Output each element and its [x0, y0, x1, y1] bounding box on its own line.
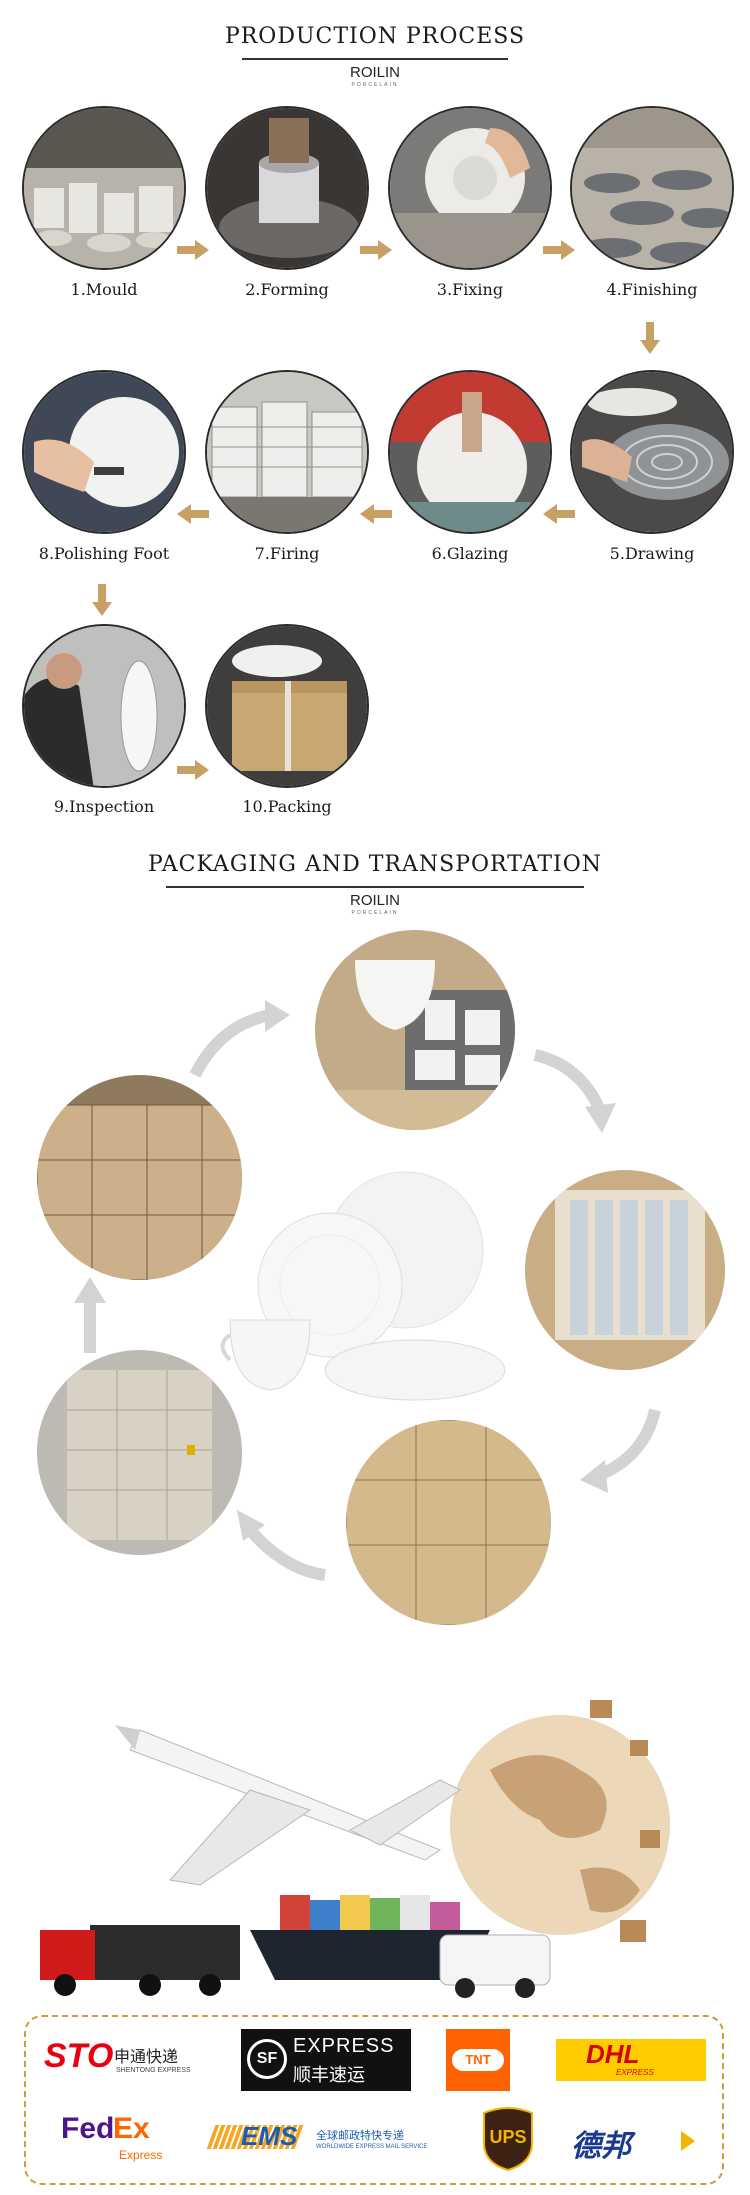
ups-logo: UPS — [481, 2107, 535, 2172]
production-title: PRODUCTION PROCESS — [224, 24, 526, 49]
arrow-left-icon — [177, 504, 209, 524]
dhl-mark: DHL — [586, 2039, 640, 2069]
sf-en: EXPRESS — [293, 2035, 395, 2057]
ups-mark: UPS — [489, 2127, 527, 2147]
arrow-right-icon — [360, 240, 392, 260]
step-label-forming: 2.Forming — [245, 280, 329, 299]
ems-mark: EMS — [241, 2121, 298, 2151]
arrow-down-icon — [640, 322, 660, 354]
fedex-fed: Fed — [61, 2112, 115, 2145]
cycle-arrow-icon — [189, 1000, 290, 1078]
sf-cn: 顺丰速运 — [293, 2065, 365, 2086]
sto-en: SHENTONG EXPRESS — [116, 2067, 191, 2074]
dinnerware-set-photo — [220, 1171, 506, 1401]
dhl-sub: EXPRESS — [616, 2068, 654, 2077]
arrow-right-icon — [177, 760, 209, 780]
step-label-firing: 7.Firing — [254, 544, 320, 563]
arrow-left-icon — [360, 504, 392, 524]
sto-logo: STO 申通快递 SHENTONG EXPRESS — [44, 2035, 194, 2090]
sto-cn: 申通快递 — [114, 2047, 179, 2066]
step-label-fixing: 3.Fixing — [436, 280, 504, 299]
step-label-mould: 1.Mould — [70, 280, 138, 299]
ems-en: WORLDWIDE EXPRESS MAIL SERVICE — [316, 2144, 428, 2150]
production-logo: ROILIN PORCELAIN — [0, 62, 750, 88]
logo-sub: PORCELAIN — [351, 82, 399, 88]
sf-express-logo: SF EXPRESS 顺丰速运 — [241, 2029, 411, 2091]
debang-arrow-icon — [659, 2131, 695, 2151]
step-drawing-photo — [570, 370, 734, 534]
tnt-mark: TNT — [452, 2049, 504, 2071]
packaging-boxed-plates-photo — [525, 1170, 725, 1370]
fedex-sub: Express — [119, 2148, 163, 2162]
debang-logo: 德邦 — [571, 2117, 701, 2167]
step-label-glazing: 6.Glazing — [431, 544, 509, 563]
packaging-logo: ROILIN PORCELAIN — [0, 890, 750, 916]
step-glazing-photo — [388, 370, 552, 534]
fedex-ex: Ex — [113, 2112, 150, 2145]
cycle-arrow-icon — [533, 1049, 616, 1133]
arrow-right-icon — [177, 240, 209, 260]
step-forming-photo — [205, 106, 369, 270]
dhl-logo: DHL EXPRESS — [556, 2039, 706, 2081]
sto-mark: STO — [44, 2037, 114, 2075]
sf-mark-icon: SF — [247, 2039, 287, 2079]
packaging-title-rule — [166, 886, 584, 888]
ems-cn: 全球邮政特快专递 — [316, 2129, 404, 2142]
step-label-packing: 10.Packing — [242, 797, 332, 816]
packaging-wrapped-pallet-photo — [37, 1350, 242, 1555]
tnt-logo: TNT — [446, 2029, 510, 2091]
step-label-finishing: 4.Finishing — [606, 280, 698, 299]
packaging-warehouse-cartons-photo — [37, 1075, 242, 1280]
transport-illustration — [20, 1680, 720, 2010]
arrow-left-icon — [543, 504, 575, 524]
step-packing-photo — [205, 624, 369, 788]
logo-brand: ROILIN — [349, 64, 400, 81]
production-title-rule — [242, 58, 508, 60]
debang-cn: 德邦 — [571, 2129, 631, 2164]
step-fixing-photo — [388, 106, 552, 270]
step-finishing-photo — [570, 106, 734, 270]
step-firing-photo — [205, 370, 369, 534]
arrow-down-icon — [92, 584, 112, 616]
ems-logo: EMS 全球邮政特快专递 WORLDWIDE EXPRESS MAIL SERV… — [206, 2117, 451, 2167]
logo-sub: PORCELAIN — [351, 910, 399, 916]
step-polishing-photo — [22, 370, 186, 534]
cycle-arrow-icon — [74, 1277, 106, 1353]
step-label-polishing: 8.Polishing Foot — [38, 544, 170, 563]
packaging-cup-box-photo — [315, 930, 515, 1130]
step-inspection-photo — [22, 624, 186, 788]
packaging-title: PACKAGING AND TRANSPORTATION — [147, 852, 603, 877]
ups-shield-icon — [483, 2107, 533, 2172]
courier-logos-panel: STO 申通快递 SHENTONG EXPRESS SF EXPRESS 顺丰速… — [24, 2015, 724, 2185]
step-label-drawing: 5.Drawing — [609, 544, 695, 563]
arrow-right-icon — [543, 240, 575, 260]
cycle-arrow-icon — [580, 1408, 661, 1493]
fedex-logo: Fed Ex Express — [61, 2112, 171, 2172]
cycle-arrow-icon — [237, 1510, 326, 1581]
step-mould-photo — [22, 106, 186, 270]
packaging-stacked-cartons-photo — [346, 1420, 551, 1625]
step-label-inspection: 9.Inspection — [53, 797, 155, 816]
logo-brand: ROILIN — [349, 892, 400, 909]
